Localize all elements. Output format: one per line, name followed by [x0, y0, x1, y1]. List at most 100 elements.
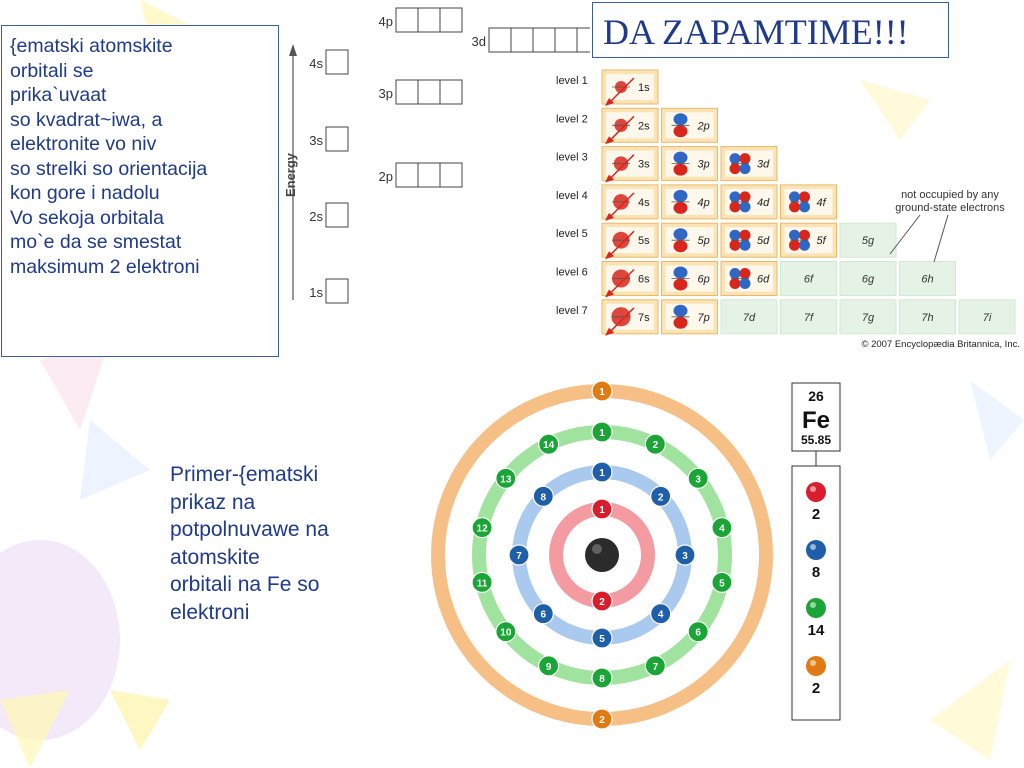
electron-number: 2: [653, 440, 659, 451]
orbital-box: [325, 49, 349, 75]
electron: [711, 571, 733, 593]
legend-count: 2: [812, 680, 820, 697]
orbital-box: [325, 278, 349, 304]
orbital-label: 2p: [379, 169, 393, 184]
legend-electron-ball: [806, 598, 826, 618]
electron: [591, 421, 613, 443]
note-line: elektronite vo niv: [10, 133, 157, 155]
orbital-cell-label: 3p: [698, 159, 710, 171]
electron-number: 11: [477, 578, 488, 589]
legend-box: [791, 465, 841, 721]
d-orbital-icon: [789, 239, 800, 251]
orbital-cell: [780, 299, 837, 335]
d-orbital-icon: [729, 239, 741, 251]
annotation-pointer: [889, 214, 921, 255]
orbital-cell-label: 3s: [638, 159, 650, 171]
p-orbital-icon: [673, 189, 688, 202]
orbital-cell-label: 6s: [638, 274, 650, 286]
orbital-cell: [839, 222, 897, 258]
legend-electron-ball: [806, 656, 826, 676]
electron: [495, 467, 517, 489]
orbital-cell-label: 5s: [638, 235, 650, 247]
orbital-cell-label: 7s: [638, 312, 650, 324]
electron: [471, 571, 493, 593]
electron: [644, 433, 666, 455]
orbital-label: 3s: [309, 133, 323, 148]
note-line: orbitali se: [10, 59, 94, 82]
electron: [495, 621, 517, 643]
electron: [532, 603, 554, 625]
caption-line: Primer-{ematski: [170, 463, 319, 486]
page-title: DA ZAPAMTIME!!!: [603, 12, 909, 52]
note-line: Vo sekoja orbitala: [10, 206, 164, 229]
caption-line: atomskite: [170, 545, 260, 569]
electron-number: 5: [719, 578, 725, 589]
filling-order-arrow: [607, 307, 635, 335]
electron-number: 8: [541, 492, 547, 503]
d-orbital-icon: [789, 201, 800, 213]
orbital-box: [439, 162, 463, 188]
p-orbital-icon: [673, 240, 688, 253]
electron-number: 1: [599, 387, 605, 398]
orbital-cell-label: 7h: [921, 312, 933, 324]
electron: [591, 627, 613, 649]
electron: [508, 544, 530, 566]
annotation-pointer: [933, 214, 949, 263]
d-orbital-icon: [729, 278, 741, 289]
electron: [538, 655, 560, 677]
note-line: mo`e da se smestat: [10, 231, 182, 253]
d-orbital-icon: [789, 229, 800, 241]
element-card: [791, 382, 841, 452]
orbital-cell-label: 2s: [638, 120, 650, 132]
orbital-cell-label: 7d: [743, 312, 756, 324]
orbital-box: [325, 126, 349, 152]
d-orbital-icon: [799, 239, 810, 251]
electron: [711, 517, 733, 539]
legend-count: 8: [812, 564, 820, 581]
level-label: level 6: [556, 267, 588, 279]
p-orbital-icon: [673, 163, 688, 176]
d-orbital-icon: [739, 278, 751, 289]
legend-electron-ball: [806, 482, 826, 502]
d-orbital-icon: [729, 201, 741, 213]
orbital-box: [488, 27, 512, 53]
orbital-cell-label: 4s: [638, 197, 650, 209]
p-orbital-icon: [673, 151, 688, 164]
orbital-cell-label: 3d: [757, 159, 770, 171]
electron: [471, 517, 493, 539]
electron-number: 10: [500, 628, 512, 639]
orbital-cell-label: 7p: [698, 312, 710, 324]
electron-number: 4: [658, 610, 664, 621]
d-orbital-icon: [729, 163, 741, 175]
electron-number: 2: [599, 597, 605, 608]
p-orbital-icon: [673, 201, 688, 214]
electron: [538, 433, 560, 455]
orbital-label: 1s: [309, 285, 323, 300]
orbital-label: 4p: [379, 14, 393, 29]
electron-number: 1: [599, 505, 605, 516]
electron-number: 13: [500, 474, 512, 485]
orbital-box: [395, 162, 419, 188]
orbital-label: 3d: [472, 34, 486, 49]
electron-number: 1: [599, 428, 605, 439]
orbital-cell-label: 4f: [817, 197, 827, 209]
electron-number: 3: [695, 474, 701, 485]
note-line: {ematski atomskite: [10, 35, 173, 57]
filling-order-arrow: [607, 77, 635, 105]
electron: [644, 655, 666, 677]
level-label: level 2: [556, 113, 588, 125]
electron-number: 7: [653, 662, 659, 673]
orbital-label: 4s: [309, 56, 323, 71]
legend-count: 14: [808, 622, 825, 639]
d-orbital-icon: [739, 153, 751, 165]
level-label: level 3: [556, 152, 588, 164]
legend-ball-highlight: [810, 486, 816, 492]
electron-number: 2: [599, 715, 605, 726]
filling-order-arrowhead: [605, 289, 614, 298]
electron: [650, 603, 672, 625]
electron: [591, 461, 613, 483]
energy-axis-label: Energy: [283, 152, 298, 197]
level-label: level 1: [556, 75, 588, 87]
electron-number: 4: [719, 524, 725, 535]
